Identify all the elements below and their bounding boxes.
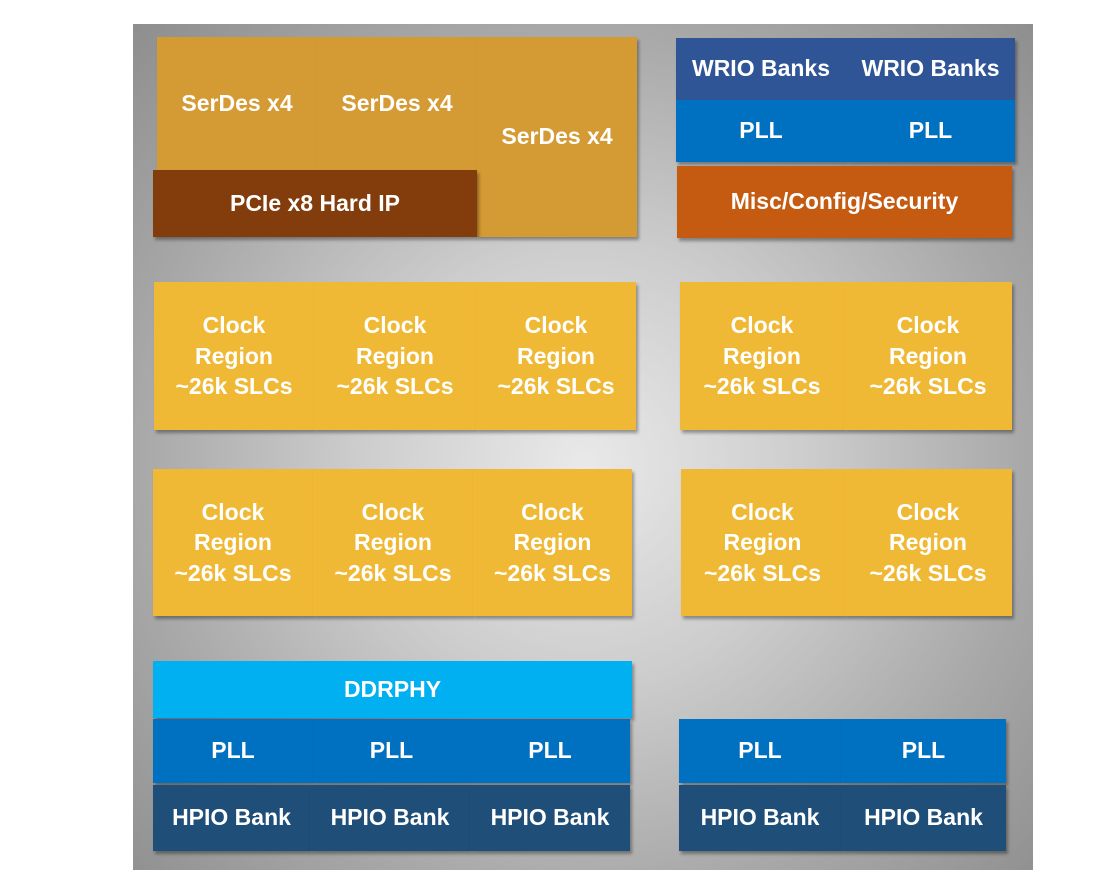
hpio-bank-1: HPIO Bank bbox=[153, 785, 310, 851]
clock-region-r2-c5: Clock Region ~26k SLCs bbox=[844, 469, 1012, 616]
serdes-block-3: SerDes x4 bbox=[477, 37, 637, 237]
pll-block-bottom-5: PLL bbox=[841, 719, 1006, 783]
hpio-bank-3: HPIO Bank bbox=[470, 785, 630, 851]
hpio-bank-5: HPIO Bank bbox=[841, 785, 1006, 851]
clock-region-r1-c5: Clock Region ~26k SLCs bbox=[844, 282, 1012, 430]
misc-config-security-block: Misc/Config/Security bbox=[677, 166, 1012, 238]
wrio-bank-2: WRIO Banks bbox=[846, 38, 1015, 100]
clock-region-r2-c3: Clock Region ~26k SLCs bbox=[473, 469, 632, 616]
clock-region-r1-c1: Clock Region ~26k SLCs bbox=[154, 282, 314, 430]
clock-region-r2-c1: Clock Region ~26k SLCs bbox=[153, 469, 313, 616]
pll-block-bottom-4: PLL bbox=[679, 719, 841, 783]
pll-block-top-2: PLL bbox=[846, 100, 1015, 162]
serdes-block-2: SerDes x4 bbox=[317, 37, 477, 170]
serdes-block-1: SerDes x4 bbox=[157, 37, 317, 170]
pll-block-bottom-2: PLL bbox=[313, 719, 470, 783]
clock-region-r1-c2: Clock Region ~26k SLCs bbox=[314, 282, 476, 430]
clock-region-r1-c4: Clock Region ~26k SLCs bbox=[680, 282, 844, 430]
pll-block-top-1: PLL bbox=[676, 100, 846, 162]
hpio-bank-2: HPIO Bank bbox=[310, 785, 470, 851]
clock-region-r2-c4: Clock Region ~26k SLCs bbox=[681, 469, 844, 616]
pll-block-bottom-1: PLL bbox=[153, 719, 313, 783]
clock-region-r2-c2: Clock Region ~26k SLCs bbox=[313, 469, 473, 616]
clock-region-r1-c3: Clock Region ~26k SLCs bbox=[476, 282, 636, 430]
pcie-hard-ip-block: PCIe x8 Hard IP bbox=[153, 170, 477, 237]
pll-block-bottom-3: PLL bbox=[470, 719, 630, 783]
hpio-bank-4: HPIO Bank bbox=[679, 785, 841, 851]
wrio-bank-1: WRIO Banks bbox=[676, 38, 846, 100]
ddrphy-block: DDRPHY bbox=[153, 661, 632, 718]
